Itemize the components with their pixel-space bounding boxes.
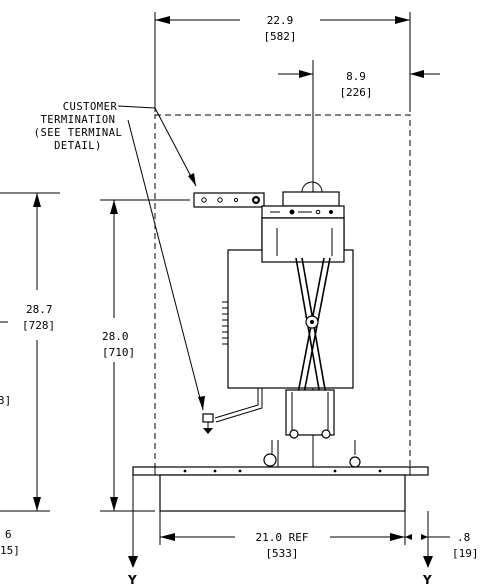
base-width-value: 21.0 REF: [256, 531, 309, 544]
center-height-metric: [710]: [102, 346, 135, 359]
left-small-metric: 15]: [0, 544, 20, 557]
offset-right-metric: [226]: [339, 86, 372, 99]
center-height-value: 28.0: [102, 330, 129, 343]
note-line-2: TERMINATION: [40, 114, 115, 126]
transformer-body: [222, 217, 354, 389]
note-line-3: (SEE TERMINAL: [34, 127, 123, 139]
dimension-center-height: 28.0 [710]: [100, 199, 190, 512]
customer-termination-note: CUSTOMER TERMINATION (SEE TERMINAL DETAI…: [34, 101, 205, 411]
dimension-base-width: 21.0 REF [533]: [159, 511, 406, 560]
base-width-metric: [533]: [265, 547, 298, 560]
dimension-overall-width: 22.9 [582]: [154, 12, 411, 112]
offset-right-value: 8.9: [346, 70, 366, 83]
section-label-right: Y: [422, 573, 432, 586]
lower-termination: [202, 388, 263, 434]
section-line: Y Y: [127, 475, 433, 586]
note-line-4: DETAIL): [54, 140, 102, 152]
base-assembly: [132, 440, 429, 512]
right-gap-value: .8: [457, 531, 470, 544]
dimension-left-height: 28.7 [728] 3] 6 15]: [0, 192, 60, 557]
left-height-metric: [728]: [22, 319, 55, 332]
left-small-value: 6: [5, 528, 12, 541]
note-line-1: CUSTOMER: [63, 101, 118, 113]
overall-width-metric: [582]: [263, 30, 296, 43]
overall-width-value: 22.9: [267, 14, 294, 27]
dimension-right-gap: .8 [19]: [398, 511, 479, 560]
left-height-value: 28.7: [26, 303, 53, 316]
section-label-left: Y: [127, 573, 137, 586]
right-gap-metric: [19]: [452, 547, 479, 560]
termination-bar: [193, 192, 265, 208]
left-partial-metric: 3]: [0, 394, 11, 407]
scissor-linkage: [285, 257, 335, 439]
